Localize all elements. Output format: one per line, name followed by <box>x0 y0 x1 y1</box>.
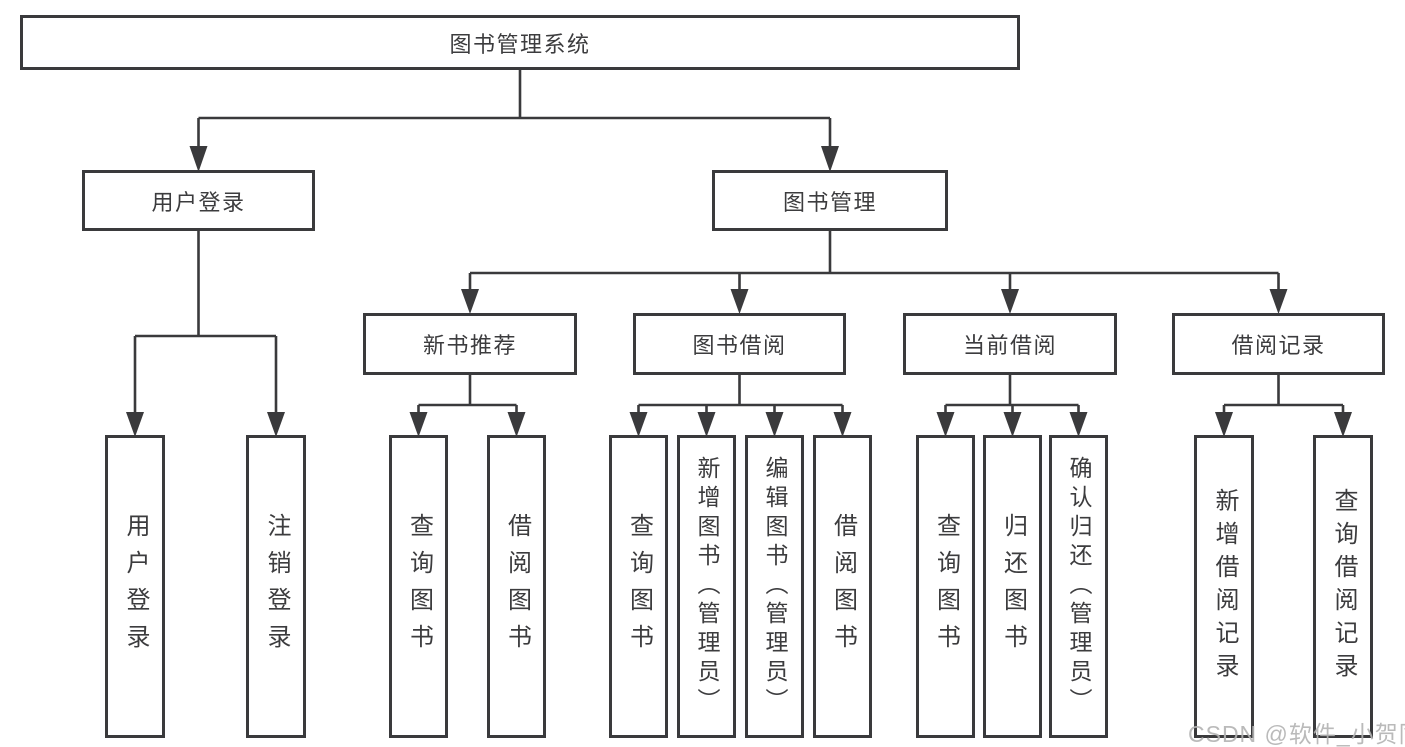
node-root: 图书管理系统 <box>20 15 1020 70</box>
node-current-borrow: 当前借阅 <box>903 313 1117 375</box>
leaf-label: 注销登录 <box>263 512 290 661</box>
connector-current-borrow-to-leaves <box>936 375 1088 437</box>
connector-root-to-level2 <box>189 70 839 172</box>
leaf-borrow-books: 借阅图书 <box>813 435 872 738</box>
leaf-label: 确认归还（管理员） <box>1066 456 1092 717</box>
leaf-add-books-admin: 新增图书（管理员） <box>677 435 736 738</box>
leaf-user-login: 用户登录 <box>105 435 165 738</box>
leaf-return-books: 归还图书 <box>983 435 1042 738</box>
connector-user-login-to-leaves <box>126 231 285 437</box>
leaf-logout: 注销登录 <box>246 435 306 738</box>
leaf-label: 归还图书 <box>999 512 1027 661</box>
leaf-label: 查询借阅记录 <box>1330 487 1357 686</box>
leaf-label: 查询图书 <box>625 512 653 661</box>
leaf-label: 查询图书 <box>405 512 433 661</box>
connector-book-management-to-level3 <box>461 231 1288 314</box>
leaf-query-books-borrow: 查询图书 <box>609 435 668 738</box>
leaf-label: 借阅图书 <box>503 512 531 661</box>
node-label: 借阅记录 <box>1231 333 1326 358</box>
node-book-borrow: 图书借阅 <box>633 313 846 375</box>
leaf-query-borrow-record: 查询借阅记录 <box>1313 435 1373 738</box>
leaf-query-books-current: 查询图书 <box>916 435 975 738</box>
leaf-borrow-books-recommend: 借阅图书 <box>487 435 546 738</box>
leaf-label: 用户登录 <box>122 512 149 661</box>
leaf-confirm-return-admin: 确认归还（管理员） <box>1049 435 1108 738</box>
leaf-label: 借阅图书 <box>829 512 857 661</box>
leaf-label: 查询图书 <box>932 512 960 661</box>
node-label: 新书推荐 <box>422 333 517 358</box>
connector-new-book-to-leaves <box>409 375 526 437</box>
leaf-add-borrow-record: 新增借阅记录 <box>1194 435 1254 738</box>
node-label: 当前借阅 <box>962 333 1057 358</box>
node-borrow-records: 借阅记录 <box>1172 313 1385 375</box>
node-book-management: 图书管理 <box>712 170 948 231</box>
node-new-book-recommend: 新书推荐 <box>363 313 577 375</box>
leaf-label: 新增借阅记录 <box>1211 487 1238 686</box>
leaf-label: 编辑图书（管理员） <box>762 456 788 717</box>
node-label: 图书管理 <box>782 189 877 215</box>
csdn-watermark: CSDN @软件_小贺同学 <box>1188 721 1405 747</box>
node-user-login: 用户登录 <box>82 170 315 231</box>
leaf-label: 新增图书（管理员） <box>694 456 720 717</box>
connector-borrow-records-to-leaves <box>1215 375 1352 437</box>
connector-book-borrow-to-leaves <box>629 375 852 437</box>
node-label: 图书管理系统 <box>449 31 591 57</box>
leaf-query-books-recommend: 查询图书 <box>389 435 448 738</box>
node-label: 用户登录 <box>151 189 246 215</box>
leaf-edit-books-admin: 编辑图书（管理员） <box>745 435 804 738</box>
node-label: 图书借阅 <box>692 333 787 358</box>
